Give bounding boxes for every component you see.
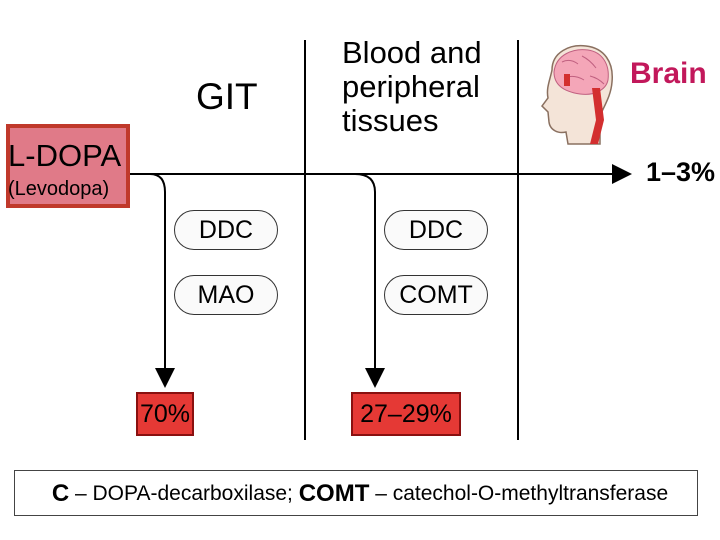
gut-fraction: 70% xyxy=(136,392,194,436)
legend-frame xyxy=(14,470,698,516)
brain-head-icon xyxy=(541,44,613,145)
legend-abbr-comt: COMT xyxy=(298,480,370,507)
enzyme-pill-blood-ddc: DDC xyxy=(384,210,488,250)
enzyme-pill-blood-comt: COMT xyxy=(384,275,488,315)
legend: C – DOPA-decarboxilase; COMT – catechol-… xyxy=(0,468,720,520)
drug-synonym: (Levodopa) xyxy=(8,178,110,200)
enzyme-pill-gut-ddc: DDC xyxy=(174,210,278,250)
legend-abbr-ddc: C xyxy=(51,480,70,507)
legend-def-ddc: – DOPA-decarboxilase; xyxy=(69,482,299,505)
brain-fraction: 1–3% xyxy=(646,157,716,187)
column-title-brain: Brain xyxy=(630,57,707,90)
gut-branch-arrow xyxy=(149,173,175,388)
legend-def-comt: – catechol-O-methyltransferase xyxy=(369,482,669,505)
blood-fraction: 27–29% xyxy=(351,392,461,436)
column-title-git: GIT xyxy=(196,76,258,117)
enzyme-pill-gut-mao: MAO xyxy=(174,275,278,315)
drug-name: L-DOPA xyxy=(8,138,122,173)
blood-branch-arrow xyxy=(354,173,385,388)
ldopa-box xyxy=(6,124,130,208)
column-title-blood: Blood and peripheral tissues xyxy=(342,35,482,138)
